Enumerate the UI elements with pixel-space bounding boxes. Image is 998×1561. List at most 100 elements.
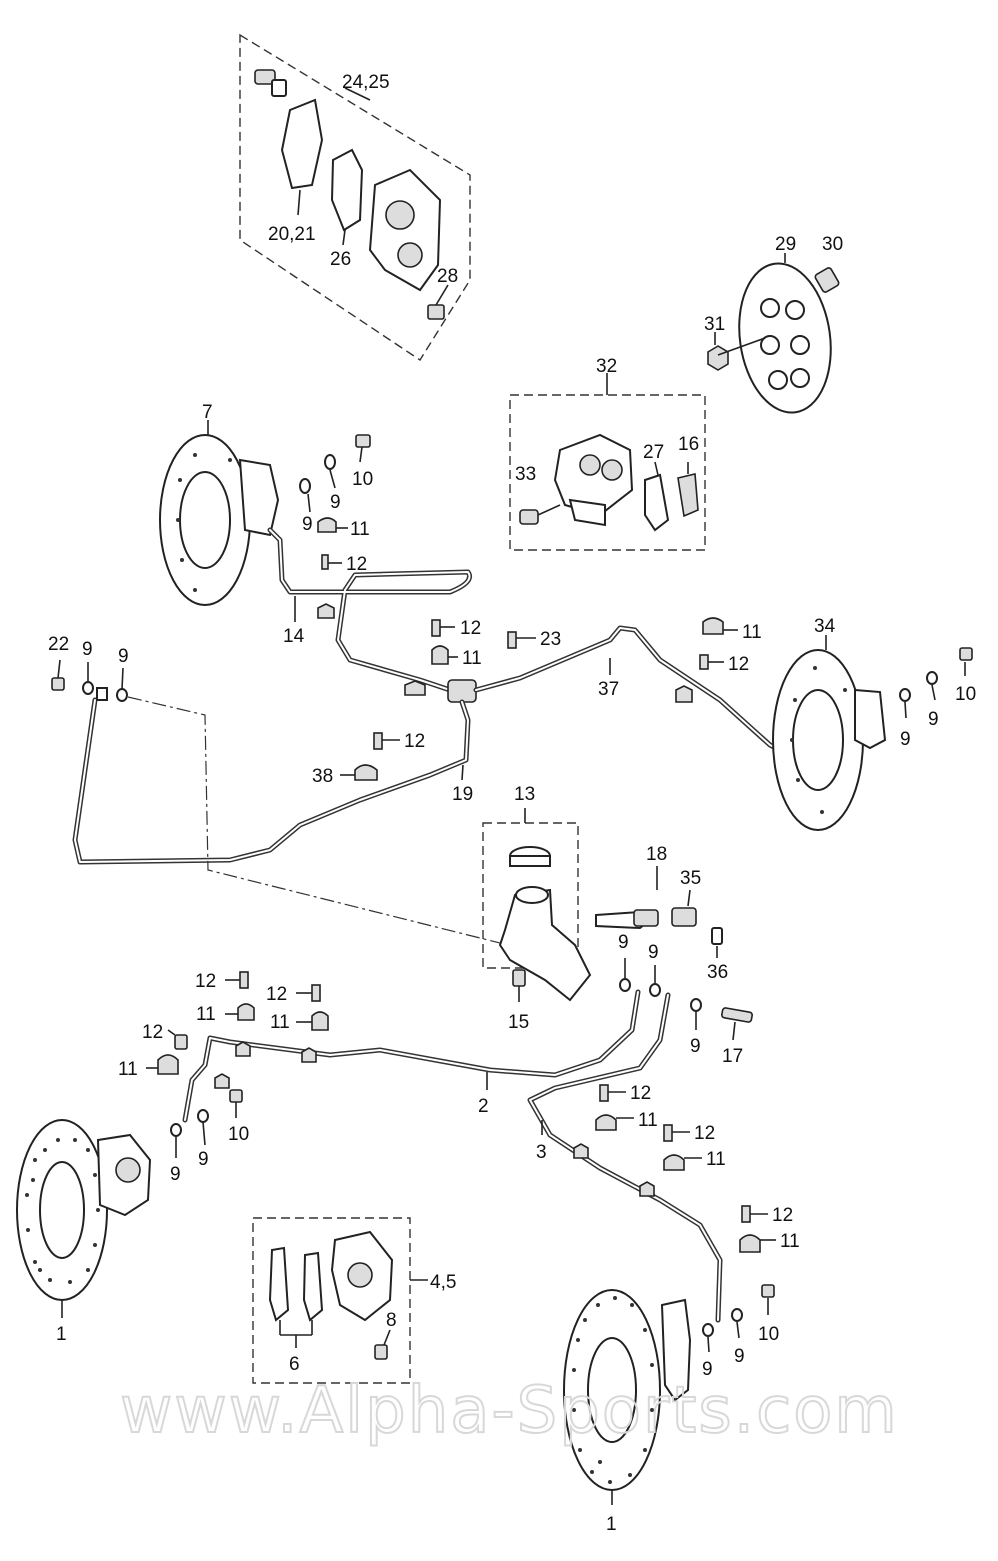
- master-cylinder-body: [498, 888, 592, 1002]
- callout-9-f: 9: [118, 646, 129, 667]
- brake-pad-16: [677, 473, 699, 518]
- bolt-12-g: [174, 1034, 188, 1050]
- callout-11-f: 11: [118, 1059, 138, 1080]
- callout-9-k: 9: [198, 1149, 209, 1170]
- callout-11-a: 11: [350, 519, 370, 540]
- callout-2: 2: [478, 1096, 489, 1117]
- callout-11-d: 11: [196, 1004, 216, 1025]
- callout-30: 30: [822, 234, 843, 255]
- callout-12-c: 12: [728, 654, 749, 675]
- callout-10-b: 10: [955, 684, 976, 705]
- front-right-caliper: [854, 688, 887, 750]
- callout-12-g: 12: [142, 1022, 163, 1043]
- banjo-bolt-10-b: [959, 647, 973, 661]
- callout-23: 23: [540, 629, 561, 650]
- rear-brake-lines: 2 3 12 11 12 11 12 11 1: [118, 971, 800, 1323]
- callout-9-b: 9: [302, 514, 313, 535]
- bolt-12-j: [741, 1205, 751, 1223]
- callout-22: 22: [48, 634, 69, 655]
- callout-10-d: 10: [758, 1324, 779, 1345]
- callout-1-b: 1: [606, 1514, 617, 1535]
- bolt-12-a: [321, 554, 329, 570]
- caliper-kit-32-box: [509, 394, 706, 551]
- clip-11-f: [157, 1054, 179, 1075]
- callout-29: 29: [775, 234, 796, 255]
- callout-11-i: 11: [780, 1231, 800, 1252]
- callout-1-a: 1: [56, 1324, 67, 1345]
- callout-20-21: 20,21: [268, 224, 316, 245]
- clip-11-a: [317, 517, 337, 533]
- brake-line-37: [473, 625, 803, 763]
- banjo-bolt-17: [721, 1007, 753, 1023]
- callout-16: 16: [678, 434, 699, 455]
- caliper-bolt-28: [427, 304, 445, 320]
- banjo-bolt-10-c: [229, 1089, 243, 1103]
- callout-9-e: 9: [82, 639, 93, 660]
- callout-36: 36: [707, 962, 728, 983]
- bolt-12-i: [663, 1124, 673, 1142]
- callout-12-e: 12: [195, 971, 216, 992]
- pin-36: [711, 927, 723, 945]
- callout-24-25: 24,25: [342, 72, 390, 93]
- callout-33: 33: [515, 464, 536, 485]
- bolt-12-h: [599, 1084, 609, 1102]
- brake-line-19: [72, 697, 471, 865]
- disc-nut-31: [707, 345, 729, 371]
- callout-19: 19: [452, 784, 473, 805]
- callout-9-d: 9: [900, 729, 911, 750]
- callout-8: 8: [386, 1310, 397, 1331]
- callout-26: 26: [330, 249, 351, 270]
- clip-11-c: [702, 617, 724, 635]
- switch-35: [671, 907, 697, 927]
- front-brake-lines: 14 19 37 12 11 23 12 38 22: [48, 527, 803, 959]
- callout-27: 27: [643, 442, 664, 463]
- clamp-38: [354, 764, 378, 781]
- callout-12-j: 12: [772, 1205, 793, 1226]
- callout-9-i: 9: [690, 1036, 701, 1057]
- brake-pad-26: [330, 148, 364, 232]
- callout-11-c: 11: [742, 622, 762, 643]
- callout-9-j: 9: [170, 1164, 181, 1185]
- callout-38: 38: [312, 766, 333, 787]
- callout-31: 31: [704, 314, 725, 335]
- clip-11-e: [311, 1011, 329, 1031]
- callout-12-a: 12: [346, 554, 367, 575]
- clip-11-d: [237, 1003, 255, 1021]
- bolt-12-c: [699, 654, 709, 670]
- callout-12-d: 12: [404, 731, 425, 752]
- callout-13: 13: [514, 784, 535, 805]
- callout-12-i: 12: [694, 1123, 715, 1144]
- callout-11-e: 11: [270, 1012, 290, 1033]
- bolt-22: [51, 677, 65, 691]
- callout-7: 7: [202, 402, 213, 423]
- callout-11-h: 11: [706, 1149, 726, 1170]
- bolt-12-b: [431, 619, 441, 637]
- callout-9-c: 9: [928, 709, 939, 730]
- front-left-disc-7-group: 7 10 9 9 11 12: [159, 402, 373, 606]
- caliper-kit-24-25-group: 24,25 20,21 26 28: [239, 33, 471, 361]
- clip-11-i: [739, 1234, 761, 1253]
- callout-6: 6: [289, 1354, 300, 1375]
- callout-18: 18: [646, 844, 667, 865]
- bolt-12-f: [311, 984, 321, 1002]
- brake-junction: [447, 679, 477, 703]
- callout-9-g: 9: [618, 932, 629, 953]
- callout-34: 34: [814, 616, 836, 637]
- callout-9-h: 9: [648, 942, 659, 963]
- callout-14: 14: [283, 626, 305, 647]
- brake-pad-6-b: [302, 1251, 324, 1322]
- callout-12-h: 12: [630, 1083, 651, 1104]
- bolt-12-d: [373, 732, 383, 750]
- callout-9-a: 9: [330, 492, 341, 513]
- bolt-12-e: [239, 971, 249, 989]
- callout-10-a: 10: [352, 469, 373, 490]
- bolt-8: [374, 1344, 388, 1360]
- callout-37: 37: [598, 679, 619, 700]
- callout-9-l: 9: [702, 1359, 713, 1380]
- callout-11-b: 11: [462, 648, 482, 669]
- master-cylinder-13-group: 13 15 18 35 36 9 9 9 17: [482, 784, 753, 1067]
- clip-11-h: [663, 1154, 685, 1171]
- caliper-kit-4-5-box: [252, 1217, 411, 1384]
- bleeder-screw: [254, 69, 287, 97]
